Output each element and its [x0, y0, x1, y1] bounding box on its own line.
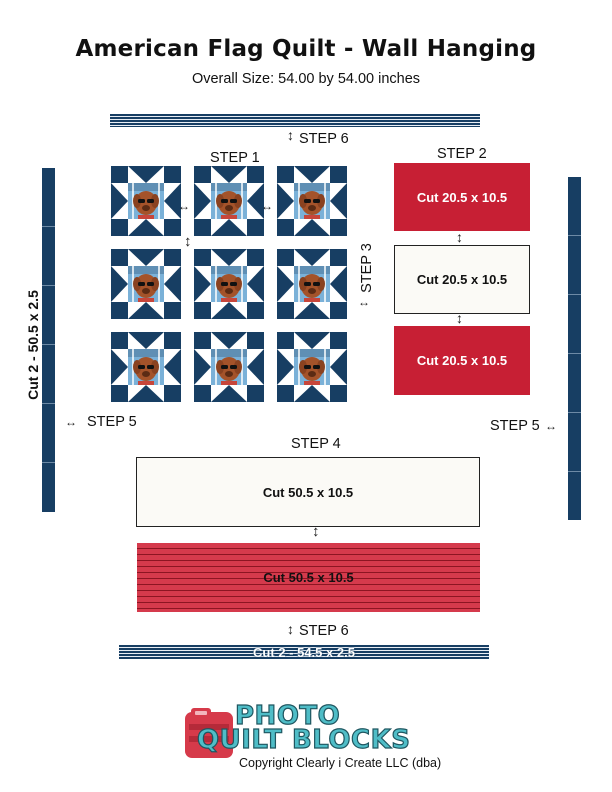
page-title: American Flag Quilt - Wall Hanging: [75, 36, 537, 62]
step6-top-label: STEP 6: [299, 131, 349, 147]
top-border-strip: [110, 114, 480, 127]
step6-top-arrow-icon: ↕: [287, 127, 294, 143]
step5-left-arrow-icon: ↔: [65, 415, 77, 429]
white-wide-panel: Cut 50.5 x 10.5: [136, 457, 480, 527]
logo-line1: PHOTO: [234, 701, 341, 731]
left-border-label: Cut 2 - 50.5 x 2.5: [25, 265, 45, 425]
step5-right-arrow-icon: ↔: [545, 419, 557, 433]
wide-panel-join-arrow-icon: ↕: [312, 523, 320, 540]
step3-label: STEP 3: [358, 238, 378, 298]
photo-star-block: [194, 332, 264, 402]
bottom-border-strip: Cut 2 - 54.5 x 2.5: [119, 644, 489, 660]
camera-logo-icon: [185, 708, 233, 758]
photo-star-block: [277, 332, 347, 402]
photo-star-block: [194, 166, 264, 236]
quilt-block-grid: [111, 166, 347, 402]
panel-join-arrow-icon: ↕: [456, 229, 463, 245]
copyright-text: Copyright Clearly i Create LLC (dba): [239, 756, 442, 770]
left-border-strip: [42, 168, 55, 512]
block-join-vertical-arrow-icon: ↕: [184, 233, 192, 250]
bottom-border-cut-text: Cut 2 - 54.5 x 2.5: [253, 644, 355, 660]
step2-label: STEP 2: [437, 146, 487, 162]
panel-join-arrow-icon: ↕: [456, 310, 463, 326]
logo-line2: QUILT BLOCKS: [196, 725, 411, 755]
page-subtitle: Overall Size: 54.00 by 54.00 inches: [191, 71, 421, 87]
photo-star-block: [111, 332, 181, 402]
step5-right-label: STEP 5: [490, 418, 540, 434]
step3-arrow-icon: ↔: [358, 295, 370, 309]
red-panel-top: Cut 20.5 x 10.5: [394, 163, 530, 231]
block-join-horizontal-arrow-icon: ↔: [261, 199, 273, 213]
step3-text: STEP 3: [359, 243, 375, 293]
step4-label: STEP 4: [291, 436, 341, 452]
block-join-horizontal-arrow-icon: ↔: [178, 199, 190, 213]
photo-star-block: [194, 249, 264, 319]
photo-star-block: [111, 249, 181, 319]
photo-star-block: [277, 249, 347, 319]
red-wide-panel: Cut 50.5 x 10.5: [137, 543, 480, 612]
step6-bottom-arrow-icon: ↕: [287, 621, 294, 637]
left-border-cut-text: Cut 2 - 50.5 x 2.5: [25, 290, 41, 400]
photo-quilt-blocks-logo: PHOTO QUILT BLOCKS: [183, 701, 423, 764]
step1-label: STEP 1: [210, 150, 260, 166]
white-panel-middle: Cut 20.5 x 10.5: [394, 245, 530, 314]
right-border-strip: [568, 177, 581, 520]
step5-left-label: STEP 5: [87, 414, 137, 430]
photo-star-block: [277, 166, 347, 236]
photo-star-block: [111, 166, 181, 236]
red-panel-bottom: Cut 20.5 x 10.5: [394, 326, 530, 395]
step6-bottom-label: STEP 6: [299, 623, 349, 639]
